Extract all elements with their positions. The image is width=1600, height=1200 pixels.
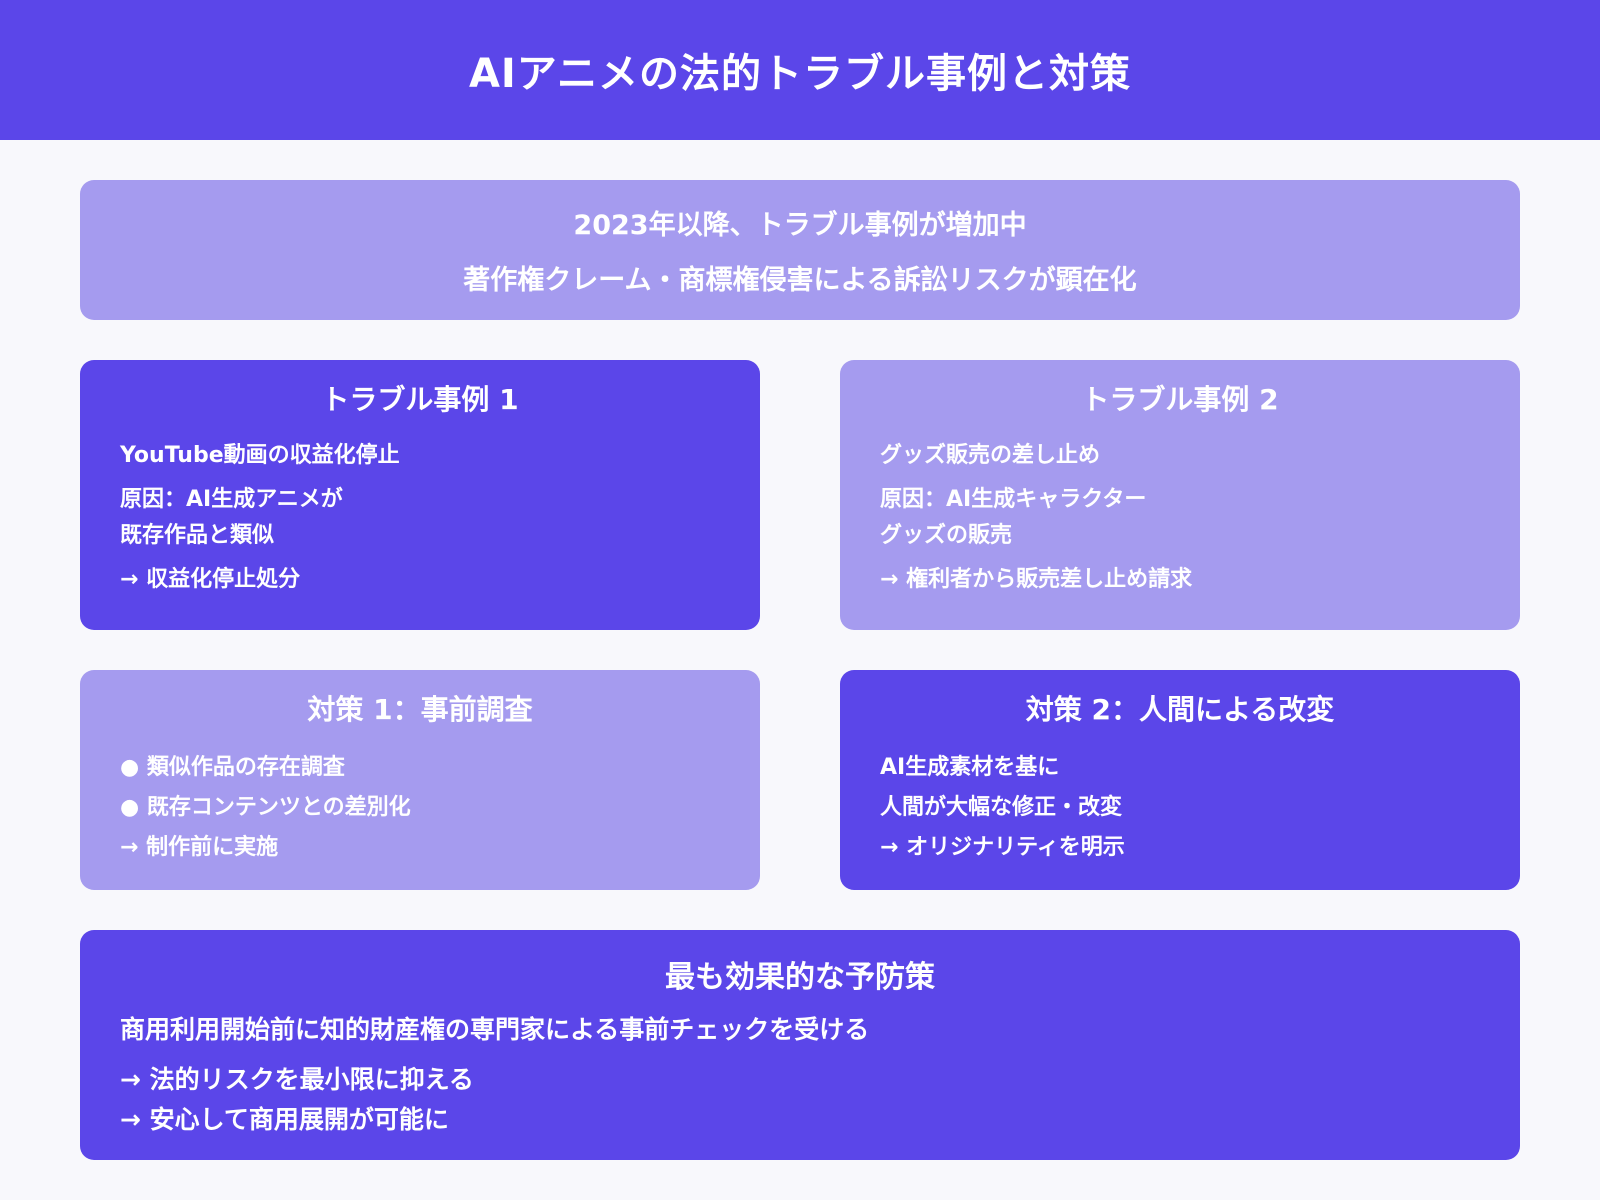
case-1-title: トラブル事例 1 (321, 383, 519, 416)
case-2-box: トラブル事例 2 グッズ販売の差し止め 原因：AI生成キャラクター グッズの販売… (840, 360, 1520, 630)
case-1-line-1: YouTube動画の収益化停止 (120, 443, 400, 468)
solution-1-box: 対策 1：事前調査 ● 類似作品の存在調査 ● 既存コンテンツとの差別化 → 制… (80, 670, 760, 890)
best-prevention-line-1: → 法的リスクを最小限に抑える (120, 1065, 474, 1094)
solution-2-line-2: 人間が大幅な修正・改変 (880, 795, 1123, 820)
header-banner: AIアニメの法的トラブル事例と対策 (0, 0, 1600, 140)
solution-2-box: 対策 2：人間による改変 AI生成素材を基に 人間が大幅な修正・改変 → オリジ… (840, 670, 1520, 890)
case-2-result: → 権利者から販売差し止め請求 (880, 567, 1193, 592)
case-1-box: トラブル事例 1 YouTube動画の収益化停止 原因：AI生成アニメが 既存作… (80, 360, 760, 630)
summary-line-1: 2023年以降、トラブル事例が増加中 (573, 210, 1027, 241)
case-2-line-3: グッズの販売 (880, 523, 1013, 548)
solution-1-line-1: ● 類似作品の存在調査 (120, 755, 345, 780)
case-2-title: トラブル事例 2 (1081, 383, 1279, 416)
solution-2-title: 対策 2：人間による改変 (1025, 693, 1335, 726)
page-title: AIアニメの法的トラブル事例と対策 (468, 51, 1132, 97)
summary-box: 2023年以降、トラブル事例が増加中 著作権クレーム・商標権侵害による訴訟リスク… (80, 180, 1520, 320)
solution-2-line-1: AI生成素材を基に (880, 755, 1060, 780)
summary-line-2: 著作権クレーム・商標権侵害による訴訟リスクが顕在化 (463, 265, 1137, 296)
best-prevention-box: 最も効果的な予防策 商用利用開始前に知的財産権の専門家による事前チェックを受ける… (80, 930, 1520, 1160)
case-2-line-2: 原因：AI生成キャラクター (880, 487, 1147, 512)
case-2-line-1: グッズ販売の差し止め (880, 443, 1101, 468)
solution-2-line-3: → オリジナリティを明示 (880, 835, 1125, 860)
case-1-line-3: 既存作品と類似 (120, 523, 275, 548)
case-1-line-2: 原因：AI生成アニメが (120, 487, 343, 512)
solution-1-line-2: ● 既存コンテンツとの差別化 (120, 795, 411, 820)
case-1-result: → 収益化停止処分 (120, 567, 301, 592)
best-prevention-title: 最も効果的な予防策 (665, 960, 935, 995)
solution-1-title: 対策 1：事前調査 (307, 693, 533, 726)
best-prevention-main: 商用利用開始前に知的財産権の専門家による事前チェックを受ける (120, 1015, 870, 1044)
best-prevention-line-2: → 安心して商用展開が可能に (120, 1105, 449, 1134)
solution-1-line-3: → 制作前に実施 (120, 835, 279, 860)
